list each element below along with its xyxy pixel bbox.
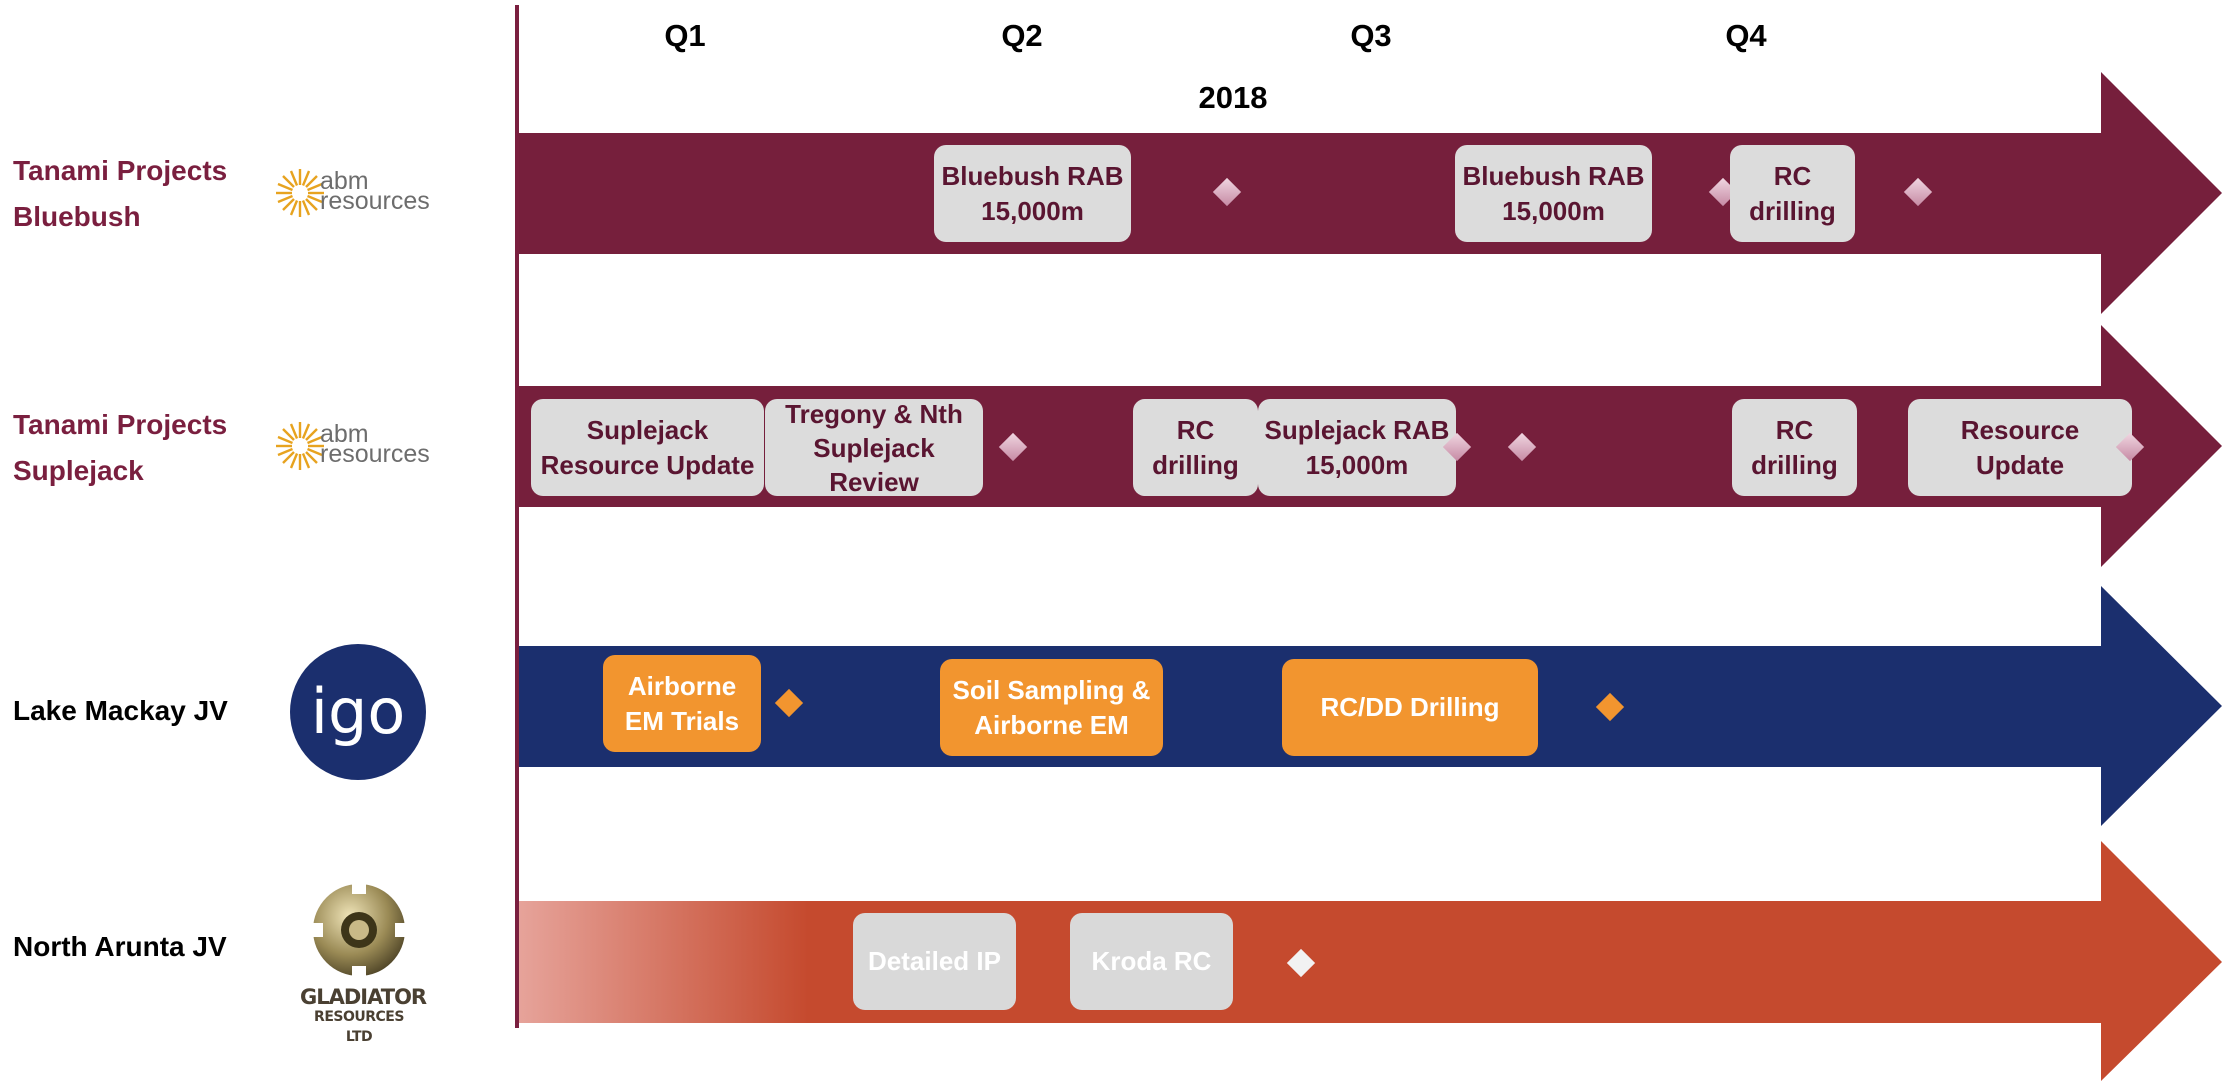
logo-text: abm xyxy=(320,420,369,448)
logo-text: RESOURCES LTD xyxy=(314,1009,404,1045)
activity-line: Suplejack RAB xyxy=(1264,414,1450,445)
activity-line: 15,000m xyxy=(1305,449,1409,480)
activity-box-rc-drilling: RC drilling xyxy=(1732,399,1857,496)
activity-line: Bluebush RAB xyxy=(1462,160,1645,191)
activity-line: EM Trials xyxy=(624,705,740,736)
activity-line: Review xyxy=(829,466,919,497)
activity-line: 15,000m xyxy=(981,195,1084,226)
activity-box-detailed-ip: Detailed IP xyxy=(853,913,1016,1010)
activity-box-airborne-em-trials: Airborne EM Trials xyxy=(603,655,761,752)
activity-line: drilling xyxy=(1749,195,1836,226)
gladiator-resources-logo: GLADIATOR RESOURCES LTD xyxy=(300,878,427,1045)
row-label-line: Bluebush xyxy=(13,201,141,232)
logo-text: igo xyxy=(310,675,406,748)
quarter-q3-label: Q3 xyxy=(1350,18,1392,53)
activity-line: Soil Sampling & xyxy=(952,674,1151,705)
activity-line: RC xyxy=(1773,160,1812,191)
activity-box-rc-drilling: RC drilling xyxy=(1133,399,1258,496)
activity-box-bluebush-rab: Bluebush RAB 15,000m xyxy=(1455,145,1652,242)
activity-line: Suplejack xyxy=(586,414,709,445)
row-label-line: Tanami Projects xyxy=(13,409,228,440)
row-label-suplejack: Tanami Projects Suplejack xyxy=(13,402,253,494)
timeline-start-line xyxy=(515,5,519,1028)
row-label-north-arunta: North Arunta JV xyxy=(13,924,253,970)
activity-box-rc-dd-drilling: RC/DD Drilling xyxy=(1282,659,1538,756)
year-label: 2018 xyxy=(1198,80,1268,115)
abm-resources-logo: abm resources xyxy=(272,165,447,221)
row-label-line: Lake Mackay JV xyxy=(13,695,228,726)
activity-box-suplejack-rab: Suplejack RAB 15,000m xyxy=(1258,399,1456,496)
row-label-line: Tanami Projects xyxy=(13,155,228,186)
activity-line: Suplejack xyxy=(813,432,935,463)
sunburst-icon xyxy=(276,169,324,217)
activity-line: drilling xyxy=(1152,449,1239,480)
activity-line: Resource xyxy=(1960,414,2080,445)
quarter-q1-label: Q1 xyxy=(664,18,706,53)
activity-line: Airborne EM xyxy=(974,709,1129,740)
row-label-bluebush: Tanami Projects Bluebush xyxy=(13,148,253,240)
activity-line: Tregony & Nth xyxy=(785,398,963,429)
activity-line: Resource Update xyxy=(540,449,755,480)
activity-line: drilling xyxy=(1751,449,1838,480)
activity-box-soil-sampling: Soil Sampling & Airborne EM xyxy=(940,659,1163,756)
activity-box-kroda-rc: Kroda RC xyxy=(1070,913,1233,1010)
activity-box-bluebush-rab: Bluebush RAB 15,000m xyxy=(934,145,1131,242)
sunburst-icon xyxy=(276,422,324,470)
igo-logo: igo xyxy=(290,644,426,780)
activity-line: Detailed IP xyxy=(868,946,1001,976)
activity-line: 15,000m xyxy=(1502,195,1605,226)
row-label-lake-mackay: Lake Mackay JV xyxy=(13,688,253,734)
logo-text: resources xyxy=(320,187,430,215)
activity-line: RC xyxy=(1775,414,1814,445)
activity-line: RC/DD Drilling xyxy=(1320,692,1500,722)
row-label-line: North Arunta JV xyxy=(13,931,227,962)
gladiator-emblem-icon xyxy=(309,880,409,980)
quarter-q2-label: Q2 xyxy=(1001,18,1043,53)
row-label-line: Suplejack xyxy=(13,455,144,486)
logo-text: GLADIATOR xyxy=(300,985,427,1009)
logo-text: abm xyxy=(320,167,369,195)
activity-box-rc-drilling: RC drilling xyxy=(1730,145,1855,242)
activity-line: Airborne xyxy=(627,670,737,701)
quarter-q4-label: Q4 xyxy=(1725,18,1767,53)
activity-line: Update xyxy=(1975,449,2065,480)
bluebush-timeline-arrow xyxy=(519,72,2222,314)
north-arunta-timeline-arrow xyxy=(519,841,2222,1081)
abm-resources-logo: abm resources xyxy=(272,418,447,474)
logo-text: resources xyxy=(320,440,430,468)
activity-line: RC xyxy=(1176,414,1215,445)
activity-line: Bluebush RAB xyxy=(941,160,1124,191)
activity-line: Kroda RC xyxy=(1091,946,1212,976)
